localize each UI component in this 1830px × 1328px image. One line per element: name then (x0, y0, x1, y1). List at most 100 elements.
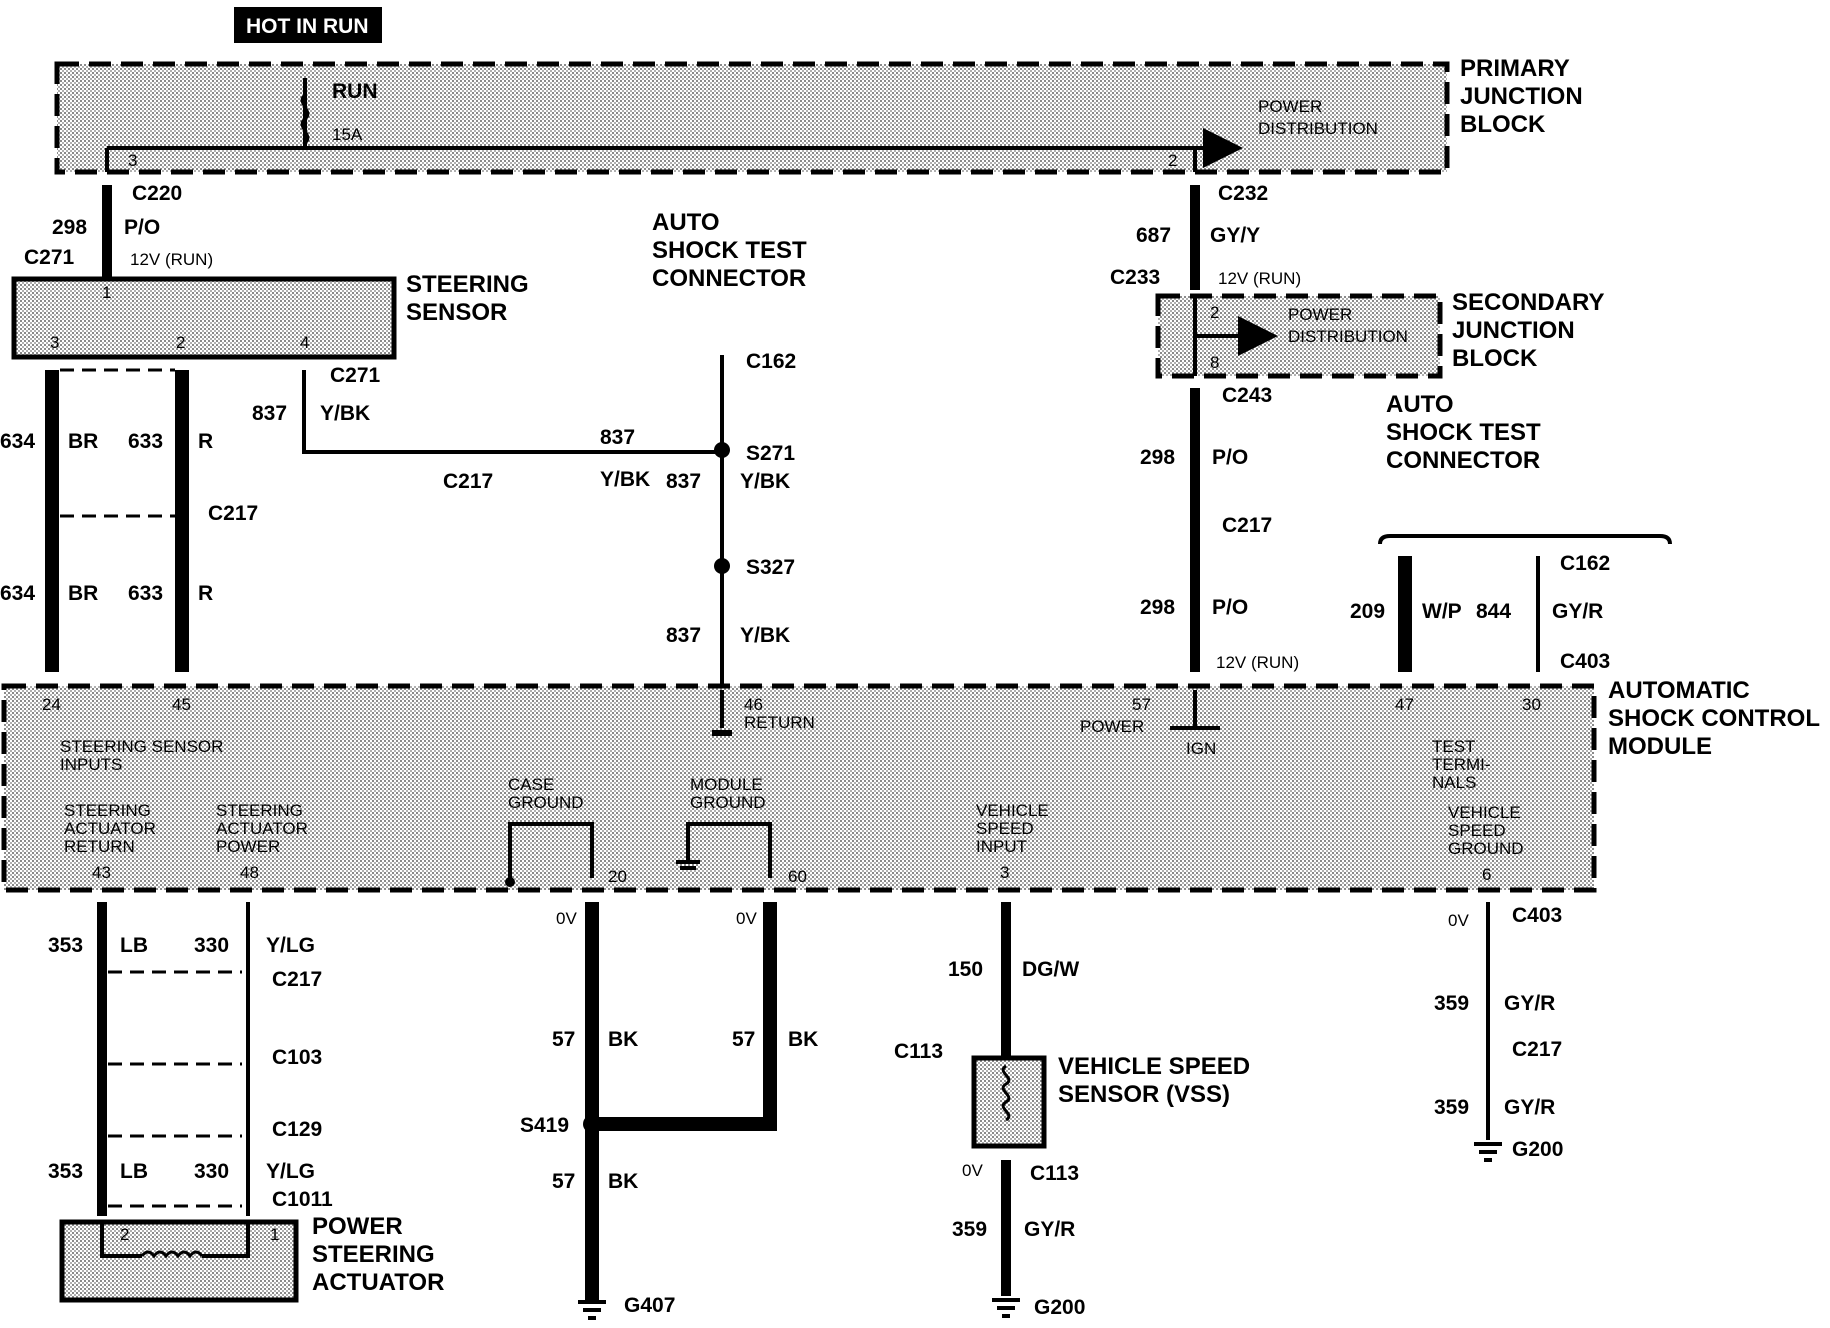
c57-a: BK (608, 1028, 638, 1051)
c633-b: R (198, 582, 213, 605)
ss-c271-out: C271 (330, 364, 381, 387)
w844-label: 844 (1476, 600, 1511, 623)
c113-top: C113 (894, 1040, 943, 1063)
sar-2: ACTUATOR (64, 819, 156, 838)
c837-b: Y/BK (600, 468, 650, 491)
c837-a: Y/BK (320, 402, 370, 425)
auto-shock-test-connector-right: AUTO SHOCK TEST CONNECTOR 209 W/P 844 GY… (1350, 391, 1672, 673)
c220-label: C220 (132, 182, 182, 205)
pd-line1: POWER (1258, 97, 1322, 116)
c837-d: Y/BK (740, 624, 790, 647)
steering-sensor: 1 3 2 4 STEERING SENSOR (11, 271, 529, 360)
power-label: POWER (1080, 717, 1144, 736)
c359-vss: GY/R (1024, 1218, 1075, 1241)
ov-60: 0V (736, 909, 757, 928)
vss-title-1: VEHICLE SPEED (1058, 1053, 1250, 1080)
sjb-pd-1: POWER (1288, 305, 1352, 324)
left-feed-wire: C220 298 P/O 12V (RUN) C271 (24, 182, 213, 278)
v12-right: 12V (RUN) (1218, 269, 1301, 288)
c687-label: GY/Y (1210, 224, 1260, 247)
right-feed: C232 687 GY/Y C233 12V (RUN) C243 298 P/… (1110, 182, 1301, 672)
sjb-title-2: JUNCTION (1452, 317, 1575, 344)
c353-a: LB (120, 934, 148, 957)
pin-48: 48 (240, 863, 259, 882)
c844-label: GY/R (1552, 600, 1603, 623)
w837-d: 837 (666, 624, 701, 647)
pjb-title-1: PRIMARY (1460, 55, 1570, 82)
rg-w359-b: 359 (1434, 1096, 1469, 1119)
vsi-3: INPUT (976, 837, 1027, 856)
w57-a: 57 (552, 1028, 575, 1051)
c57-b: BK (788, 1028, 818, 1051)
pjb-pin-left: 3 (128, 151, 137, 170)
c353-b: LB (120, 1160, 148, 1183)
w330-a: 330 (194, 934, 229, 957)
w837-c: 837 (666, 470, 701, 493)
cg-2: GROUND (508, 793, 584, 812)
vehicle-speed-sensor: 150 DG/W C113 VEHICLE SPEED SENSOR (VSS)… (894, 902, 1250, 1319)
w634-a: 634 (0, 430, 35, 453)
w353-b: 353 (48, 1160, 83, 1183)
c217-inline: C217 (208, 502, 258, 525)
v12-right-2: 12V (RUN) (1216, 653, 1299, 672)
pin-45: 45 (172, 695, 191, 714)
c837-c: Y/BK (740, 470, 790, 493)
sar-3: RETURN (64, 837, 135, 856)
sap-1: STEERING (216, 801, 303, 820)
pjb-title-3: BLOCK (1460, 111, 1546, 138)
tt-1: TEST (1432, 737, 1475, 756)
c634-a: BR (68, 430, 98, 453)
pin-60: 60 (788, 867, 807, 886)
pd-line2: DISTRIBUTION (1258, 119, 1378, 138)
c1011-act: C1011 (272, 1188, 333, 1211)
psa-title-3: ACTUATOR (312, 1269, 444, 1296)
return-label: RETURN (744, 713, 815, 732)
c330-a: Y/LG (266, 934, 315, 957)
rg-ov: 0V (1448, 911, 1469, 930)
w57-c: 57 (552, 1170, 575, 1193)
astc-r-2: SHOCK TEST (1386, 419, 1541, 446)
rg-c403: C403 (1512, 904, 1562, 927)
w353-a: 353 (48, 934, 83, 957)
c57-c: BK (608, 1170, 638, 1193)
c298-r2: P/O (1212, 596, 1248, 619)
c162-center: C162 (746, 350, 796, 373)
ov-20: 0V (556, 909, 577, 928)
tt-3: NALS (1432, 773, 1476, 792)
c233-label: C233 (1110, 266, 1160, 289)
psa-pin-1: 1 (270, 1225, 279, 1244)
w634-b: 634 (0, 582, 35, 605)
cg-1: CASE (508, 775, 554, 794)
shock-control-module: AUTOMATIC SHOCK CONTROL MODULE 24 45 STE… (1, 677, 1820, 893)
c298-r1: P/O (1212, 446, 1248, 469)
psa-pin-2: 2 (120, 1225, 129, 1244)
mg-1: MODULE (690, 775, 763, 794)
astc-c-3: CONNECTOR (652, 265, 806, 292)
c209-label: W/P (1422, 600, 1462, 623)
w687-label: 687 (1136, 224, 1171, 247)
c232-label: C232 (1218, 182, 1268, 205)
center-run: C162 S271 837 Y/BK S327 837 Y/BK (666, 350, 796, 688)
s271-label: S271 (746, 442, 795, 465)
pin-3: 3 (1000, 863, 1009, 882)
c129-act: C129 (272, 1118, 322, 1141)
hot-in-run-label: HOT IN RUN (246, 15, 369, 38)
sjb-pd-2: DISTRIBUTION (1288, 327, 1408, 346)
c330-b: Y/LG (266, 1160, 315, 1183)
c243-label: C243 (1222, 384, 1272, 407)
pjb-title-2: JUNCTION (1460, 83, 1583, 110)
w298-r2: 298 (1140, 596, 1175, 619)
ground-wires-57: 0V 0V 57 BK 57 BK S419 57 BK G407 (520, 902, 818, 1320)
run-label: RUN (332, 80, 378, 103)
v12-left: 12V (RUN) (130, 250, 213, 269)
ascm-title-2: SHOCK CONTROL (1608, 705, 1820, 732)
sjb-title-1: SECONDARY (1452, 289, 1604, 316)
fuse-label: 15A (332, 125, 363, 144)
astc-r-3: CONNECTOR (1386, 447, 1540, 474)
primary-junction-block: RUN 15A POWER DISTRIBUTION 3 2 PRIMARY J… (54, 55, 1583, 175)
c217-right: C217 (1222, 514, 1272, 537)
astc-c-1: AUTO (652, 209, 720, 236)
c298-label: P/O (124, 216, 160, 239)
ssi-2: INPUTS (60, 755, 122, 774)
pin-43: 43 (92, 863, 111, 882)
